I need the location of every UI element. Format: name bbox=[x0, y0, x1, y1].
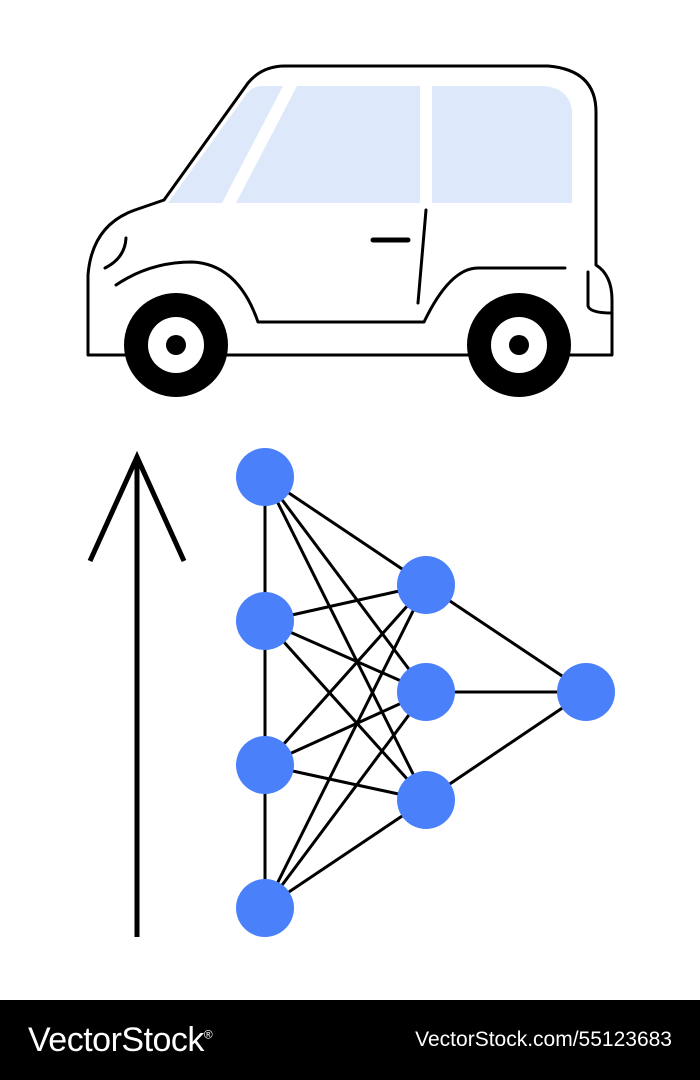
footer-bar: VectorStock® VectorStock.com/55123683 bbox=[0, 1000, 700, 1080]
input-node bbox=[236, 592, 294, 650]
logo-text: VectorStock bbox=[28, 1020, 204, 1059]
arrow-head bbox=[87, 450, 187, 563]
wheels bbox=[124, 293, 571, 397]
rear-bumper bbox=[586, 270, 614, 315]
hidden-node bbox=[397, 663, 455, 721]
input-node bbox=[236, 879, 294, 937]
headlight bbox=[103, 236, 128, 270]
hidden-node bbox=[397, 771, 455, 829]
input-node bbox=[236, 736, 294, 794]
front-fender-line bbox=[114, 260, 567, 324]
output-node bbox=[557, 663, 615, 721]
network-edge bbox=[263, 476, 428, 801]
network-edge bbox=[264, 619, 427, 694]
logo-registered-mark: ® bbox=[203, 1027, 213, 1042]
network-edge bbox=[425, 583, 587, 694]
vectorstock-logo: VectorStock® bbox=[28, 1020, 213, 1060]
image-id: VectorStock.com/55123683 bbox=[415, 1028, 672, 1051]
front-window-fill bbox=[168, 86, 283, 203]
rear-wheel bbox=[467, 293, 571, 397]
network-edge bbox=[263, 583, 428, 767]
network-edge bbox=[263, 584, 428, 909]
network-edge bbox=[264, 690, 427, 767]
neural-network-icon bbox=[236, 448, 615, 937]
door-seam bbox=[416, 208, 428, 305]
input-node bbox=[236, 448, 294, 506]
network-edge bbox=[264, 475, 427, 587]
illustration bbox=[86, 64, 615, 937]
network-edge bbox=[264, 798, 427, 910]
network-edge bbox=[425, 690, 587, 802]
hidden-node bbox=[397, 556, 455, 614]
middle-window-fill bbox=[236, 86, 420, 203]
network-edge bbox=[263, 619, 428, 802]
arrow-up-icon bbox=[87, 450, 187, 937]
network-nodes bbox=[236, 448, 615, 937]
car-icon bbox=[86, 64, 614, 357]
network-edge bbox=[263, 476, 428, 693]
network-edge bbox=[263, 691, 428, 909]
rear-window-fill bbox=[432, 86, 572, 203]
front-wheel bbox=[124, 293, 228, 397]
